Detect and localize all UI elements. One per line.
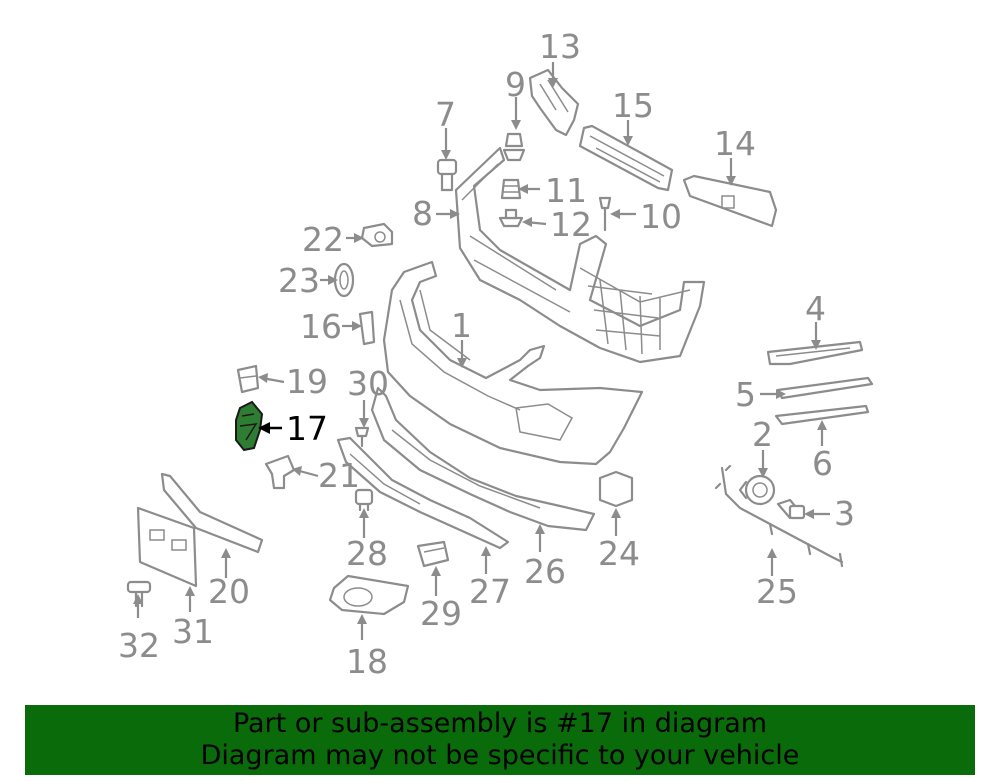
callout-25: 25 — [756, 572, 798, 611]
callout-10: 10 — [640, 197, 682, 236]
part-18 — [328, 574, 410, 616]
callout-6: 6 — [812, 444, 833, 483]
part-27 — [336, 436, 510, 550]
callout-30: 30 — [347, 364, 389, 403]
callout-22: 22 — [302, 220, 344, 259]
callout-labels: 13 9 15 7 14 11 8 10 12 22 23 16 1 4 19 … — [118, 27, 855, 681]
part-20 — [160, 472, 264, 554]
callout-9: 9 — [505, 65, 526, 104]
part-22 — [360, 222, 394, 248]
callout-14: 14 — [714, 124, 756, 163]
callout-21: 21 — [318, 456, 360, 495]
part-12 — [498, 208, 524, 228]
callout-2: 2 — [752, 415, 773, 454]
part-10 — [598, 196, 612, 232]
part-1 — [382, 260, 644, 466]
callout-4: 4 — [805, 289, 826, 328]
part-29 — [416, 540, 450, 568]
callout-18: 18 — [346, 642, 388, 681]
part-2 — [738, 474, 776, 506]
callout-16: 16 — [300, 307, 342, 346]
part-31 — [136, 506, 198, 588]
callout-7: 7 — [435, 95, 456, 134]
callout-24: 24 — [598, 534, 640, 573]
callout-31: 31 — [172, 612, 214, 651]
part-26 — [370, 386, 596, 532]
part-28 — [354, 488, 374, 512]
part-4 — [766, 340, 864, 366]
part-7 — [436, 158, 458, 192]
part-15 — [578, 124, 674, 192]
callout-20: 20 — [208, 572, 250, 611]
banner-line-2: Diagram may not be specific to your vehi… — [200, 740, 800, 771]
part-14 — [682, 174, 778, 228]
part-21 — [264, 454, 296, 490]
callout-8: 8 — [412, 194, 433, 233]
callout-19: 19 — [286, 362, 328, 401]
part-19 — [236, 364, 260, 394]
part-11 — [500, 178, 522, 200]
callout-13: 13 — [539, 27, 581, 66]
callout-1: 1 — [451, 306, 472, 345]
callout-17: 17 — [286, 409, 328, 448]
callout-15: 15 — [612, 86, 654, 125]
callout-23: 23 — [278, 261, 320, 300]
part-6 — [774, 404, 870, 426]
callout-32: 32 — [118, 626, 160, 665]
callout-27: 27 — [469, 572, 511, 611]
callout-26: 26 — [524, 552, 566, 591]
callout-29: 29 — [420, 594, 462, 633]
leader-arrowheads — [133, 78, 827, 624]
part-9 — [502, 132, 526, 162]
part-8 — [454, 146, 706, 364]
parts-diagram: 13 9 15 7 14 11 8 10 12 22 23 16 1 4 19 … — [118, 27, 874, 681]
callout-3: 3 — [834, 494, 855, 533]
part-25 — [714, 464, 844, 568]
part-5 — [776, 376, 874, 400]
callout-11: 11 — [545, 171, 587, 210]
callout-28: 28 — [346, 534, 388, 573]
part-17-highlighted — [235, 400, 264, 452]
part-24 — [598, 470, 634, 508]
callout-5: 5 — [735, 375, 756, 414]
banner-line-1: Part or sub-assembly is #17 in diagram — [232, 708, 768, 739]
part-30 — [354, 426, 370, 448]
callout-12: 12 — [550, 205, 592, 244]
part-3 — [776, 498, 806, 520]
part-16 — [358, 310, 376, 346]
info-banner: Part or sub-assembly is #17 in diagram D… — [25, 705, 975, 775]
